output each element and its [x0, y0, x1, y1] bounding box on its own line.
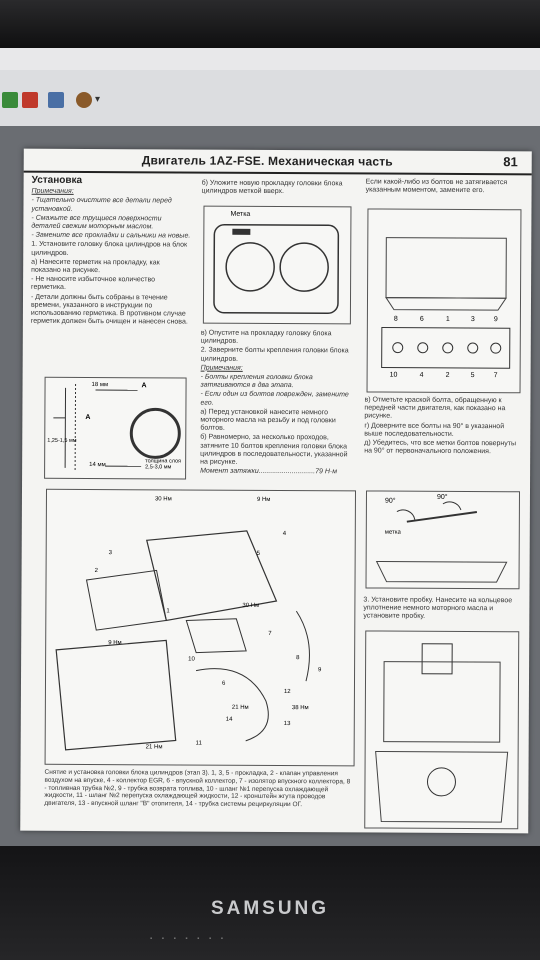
- right-step-v: в) Отметьте краской болта, обращенную к …: [364, 396, 506, 421]
- monitor-bottom-bezel: [0, 846, 540, 960]
- bolt-label-7: 7: [493, 372, 498, 380]
- part-label-4: 4: [282, 531, 287, 538]
- part-torque-21nm-mid: 21 Нм: [231, 704, 249, 711]
- right-column-step3: 3. Установите пробку. Нанесите на кольце…: [363, 596, 519, 622]
- right-column: Если какой-либо из болтов не затягиваетс…: [366, 178, 522, 196]
- gasket-diagram: [213, 223, 340, 315]
- step-2b: б) Равномерно, за несколько проходов, за…: [200, 434, 348, 466]
- part-label-10: 10: [188, 656, 195, 663]
- step-1a: а) Нанесите герметик на прокладку, как п…: [31, 258, 160, 275]
- part-label-7: 7: [268, 630, 272, 637]
- monitor-brand-logo: SAMSUNG: [210, 898, 330, 919]
- step-1a-note-1: - Не наносите избыточное количество герм…: [31, 275, 156, 292]
- fig-label-layer-thickness: толщина слоя 2,5-3,0 мм: [145, 458, 182, 471]
- sealant-figure: 18 мм A A 1,25-1,5 мм 14 мм толщина слоя…: [44, 376, 187, 480]
- monitor-button-row: ▪ ▪ ▪ ▪ ▪ ▪ ▪: [150, 936, 227, 942]
- part-label-13: 13: [283, 721, 291, 728]
- part-label-9: 9: [318, 667, 322, 674]
- note-2: - Смажьте все трущиеся поверхности детал…: [31, 214, 162, 231]
- page-header: Двигатель 1AZ-FSE. Механическая часть 81: [23, 148, 532, 176]
- torque-spec: Момент затяжки..........................…: [200, 467, 338, 476]
- part-torque-21nm-bottom: 21 Нм: [145, 744, 163, 751]
- part-label-6: 6: [221, 680, 226, 687]
- print-icon[interactable]: [48, 92, 64, 108]
- page-number: 81: [503, 154, 518, 170]
- fig-label-mark: Метка: [230, 210, 251, 218]
- bolt-label-9: 9: [493, 316, 498, 324]
- exploded-diagram: [55, 530, 310, 751]
- manual-page: Двигатель 1AZ-FSE. Механическая часть 81…: [20, 148, 532, 834]
- bolt-label-2: 2: [445, 371, 450, 379]
- notes-label: Примечания:: [31, 187, 74, 196]
- middle-column-lower: в) Опустите на прокладку головку блока ц…: [200, 330, 353, 478]
- part-label-12: 12: [283, 689, 291, 696]
- section-heading: Установка: [31, 174, 83, 186]
- viewer-toolbar: ▾: [0, 70, 540, 127]
- right-column-mid: в) Отметьте краской болта, обращенную к …: [364, 396, 520, 457]
- step-2: 2. Заверните болты крепления головки бло…: [200, 347, 349, 363]
- plug-install-diagram: [375, 643, 509, 823]
- step-b: б) Уложите новую прокладку головки блока…: [201, 179, 343, 196]
- figure-caption: Снятие и установка головки блока цилиндр…: [44, 768, 351, 809]
- angle-label-mark: метка: [384, 529, 401, 536]
- part-label-5: 5: [256, 550, 261, 557]
- gasket-figure: Метка: [202, 205, 352, 325]
- chevron-down-icon[interactable]: ▾: [95, 94, 101, 105]
- page-title: Двигатель 1AZ-FSE. Механическая часть: [141, 153, 393, 169]
- fig-label-thickness-range: 1,25-1,5 мм: [47, 437, 77, 444]
- fig-label-14mm: 14 мм: [89, 462, 106, 469]
- part-label-3: 3: [108, 550, 113, 557]
- fig-label-a1: A: [141, 382, 147, 390]
- middle-column: б) Уложите новую прокладку головки блока…: [202, 180, 352, 198]
- bolt-label-6: 6: [419, 315, 424, 323]
- step-1: 1. Установите головку блока цилиндров на…: [31, 241, 188, 257]
- part-torque-9nm-top: 9 Нм: [256, 496, 271, 503]
- notes-label-2: Примечания:: [200, 364, 243, 372]
- step-1a-note-2: - Детали должны быть собраны в течение в…: [30, 293, 188, 326]
- save-icon[interactable]: [2, 92, 18, 108]
- plug-install-figure: [364, 630, 520, 830]
- step-v: в) Опустите на прокладку головку блока ц…: [200, 329, 332, 346]
- bolt-label-8: 8: [393, 315, 398, 323]
- part-label-8: 8: [296, 655, 300, 662]
- edit-icon[interactable]: [22, 92, 38, 108]
- bolt-sequence-figure: 8 6 1 3 9 10 4 2 5 7: [366, 208, 522, 394]
- bolt-label-10: 10: [389, 371, 398, 379]
- app-title-strip: [0, 48, 540, 71]
- bolt-label-3: 3: [470, 316, 475, 324]
- bolt-label-1: 1: [445, 315, 450, 323]
- mid-note-2: - Если один из болтов поврежден, заменит…: [200, 391, 349, 407]
- right-step-3: 3. Установите пробку. Нанесите на кольце…: [363, 596, 513, 621]
- part-label-2: 2: [94, 568, 98, 575]
- left-column: Установка Примечания: - Тщательно очисти…: [30, 174, 192, 328]
- part-label-14: 14: [225, 716, 233, 723]
- note-1: - Тщательно очистите все детали перед ус…: [31, 197, 172, 213]
- part-torque-30nm-mid: 30 Нм: [242, 602, 260, 609]
- fig-label-a2: A: [85, 414, 91, 422]
- part-torque-38nm: 38 Нм: [291, 705, 309, 712]
- user-icon[interactable]: [76, 92, 92, 108]
- fig-label-18mm: 18 мм: [91, 382, 109, 389]
- mid-note-1: - Болты крепления головки блока затягива…: [200, 373, 313, 390]
- step-2a: а) Перед установкой нанесите немного мот…: [200, 408, 336, 432]
- note-3: - Замените все прокладки и сальники на н…: [31, 231, 191, 240]
- part-torque-9nm-left: 9 Нм: [108, 640, 122, 647]
- sealant-diagram: [53, 383, 181, 472]
- monitor-top-bezel: [0, 0, 540, 48]
- torque-angle-figure: 90° метка 90°: [365, 490, 521, 590]
- bolt-label-4: 4: [419, 371, 424, 379]
- bolt-sequence-diagram: [381, 237, 511, 369]
- bolt-label-5: 5: [470, 372, 475, 380]
- part-label-11: 11: [195, 740, 202, 747]
- right-intro: Если какой-либо из болтов не затягиваетс…: [365, 178, 508, 195]
- angle-label-90-right: 90°: [436, 493, 448, 501]
- part-torque-30nm-top: 30 Нм: [154, 496, 172, 503]
- torque-angle-diagram: [375, 501, 508, 583]
- cylinder-head-exploded-figure: 30 Нм 9 Нм 3 5 4 2 1 30 Нм 9 Нм 7 10 6 8…: [44, 488, 357, 767]
- angle-label-90-left: 90°: [384, 497, 396, 505]
- part-label-1: 1: [166, 608, 170, 615]
- right-step-d: д) Убедитесь, что все метки болтов повер…: [364, 439, 517, 456]
- right-step-g: г) Доверните все болты на 90° в указанно…: [364, 422, 505, 438]
